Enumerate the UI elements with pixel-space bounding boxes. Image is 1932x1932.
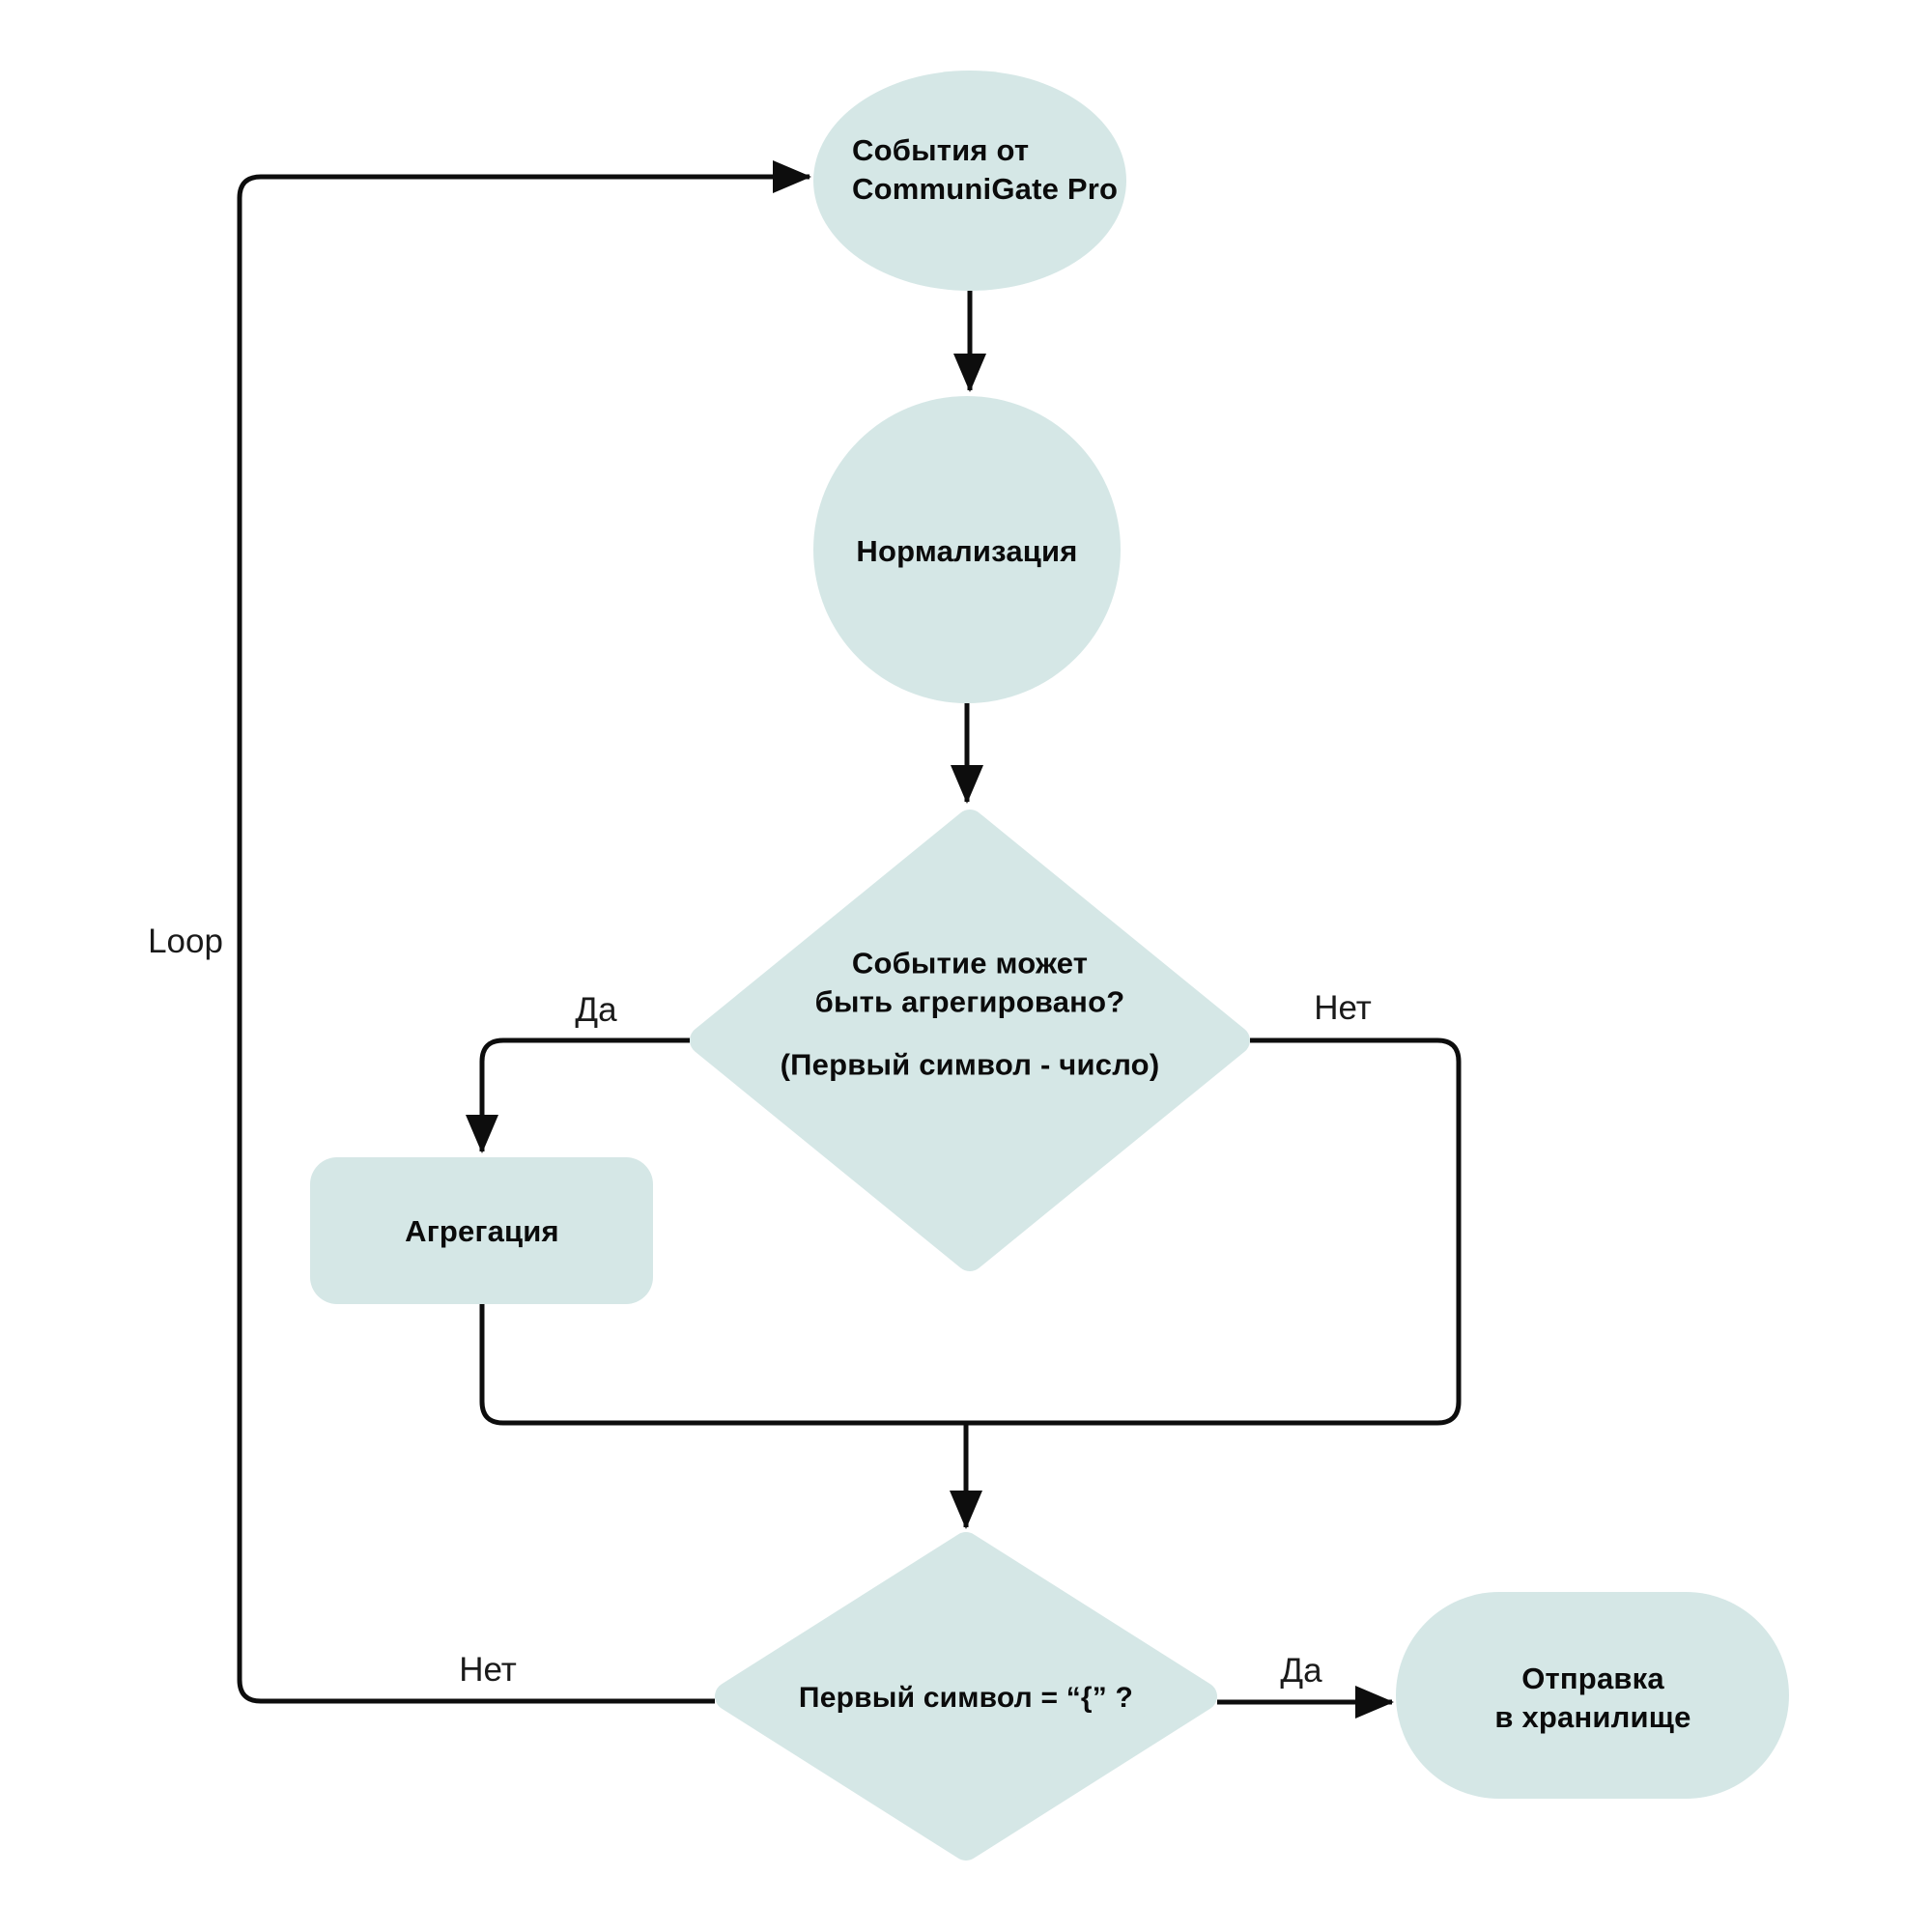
decision-first-char-shape	[715, 1532, 1217, 1861]
storage-node-shape	[1396, 1592, 1789, 1799]
storage-node-label: Отправка в хранилище	[1494, 1660, 1690, 1737]
aggregation-node-label: Агрегация	[405, 1214, 559, 1248]
edge-label-loop: Loop	[148, 923, 223, 960]
edge-decision-yes-to-aggregation	[466, 1037, 690, 1153]
storage-node-label-line2: в хранилище	[1494, 1700, 1691, 1734]
normalize-node-label: Нормализация	[856, 534, 1078, 568]
start-node-label-line2: CommuniGate Pro	[852, 172, 1119, 206]
start-node-label-line1: События от	[852, 133, 1030, 167]
start-node-shape	[813, 71, 1126, 291]
aggregation-node-shape	[310, 1157, 653, 1304]
decision-aggregate-line1: Событие может	[851, 946, 1089, 980]
edge-label-yes-storage: Да	[1280, 1652, 1322, 1690]
start-node-label: События от CommuniGate Pro	[852, 131, 1118, 209]
decision-aggregate-line2: быть агрегировано?	[814, 984, 1125, 1019]
decision-aggregate-note: (Первый символ - число)	[780, 1047, 1160, 1082]
normalize-node-shape	[813, 396, 1121, 703]
storage-node-label-line1: Отправка	[1521, 1662, 1664, 1695]
edge-label-no-loop: Нет	[459, 1651, 517, 1689]
decision-aggregate-label: Событие может быть агрегировано? (Первый…	[781, 945, 1160, 1085]
decision-first-char-label: Первый символ = “{” ?	[798, 1682, 1134, 1714]
edge-loop-back-to-start	[237, 160, 811, 1704]
edge-label-yes-aggregate: Да	[575, 991, 617, 1029]
edge-label-no-aggregate: Нет	[1314, 989, 1372, 1027]
decision-aggregate-shape	[690, 810, 1250, 1271]
edge-merge-line	[479, 1037, 1462, 1426]
